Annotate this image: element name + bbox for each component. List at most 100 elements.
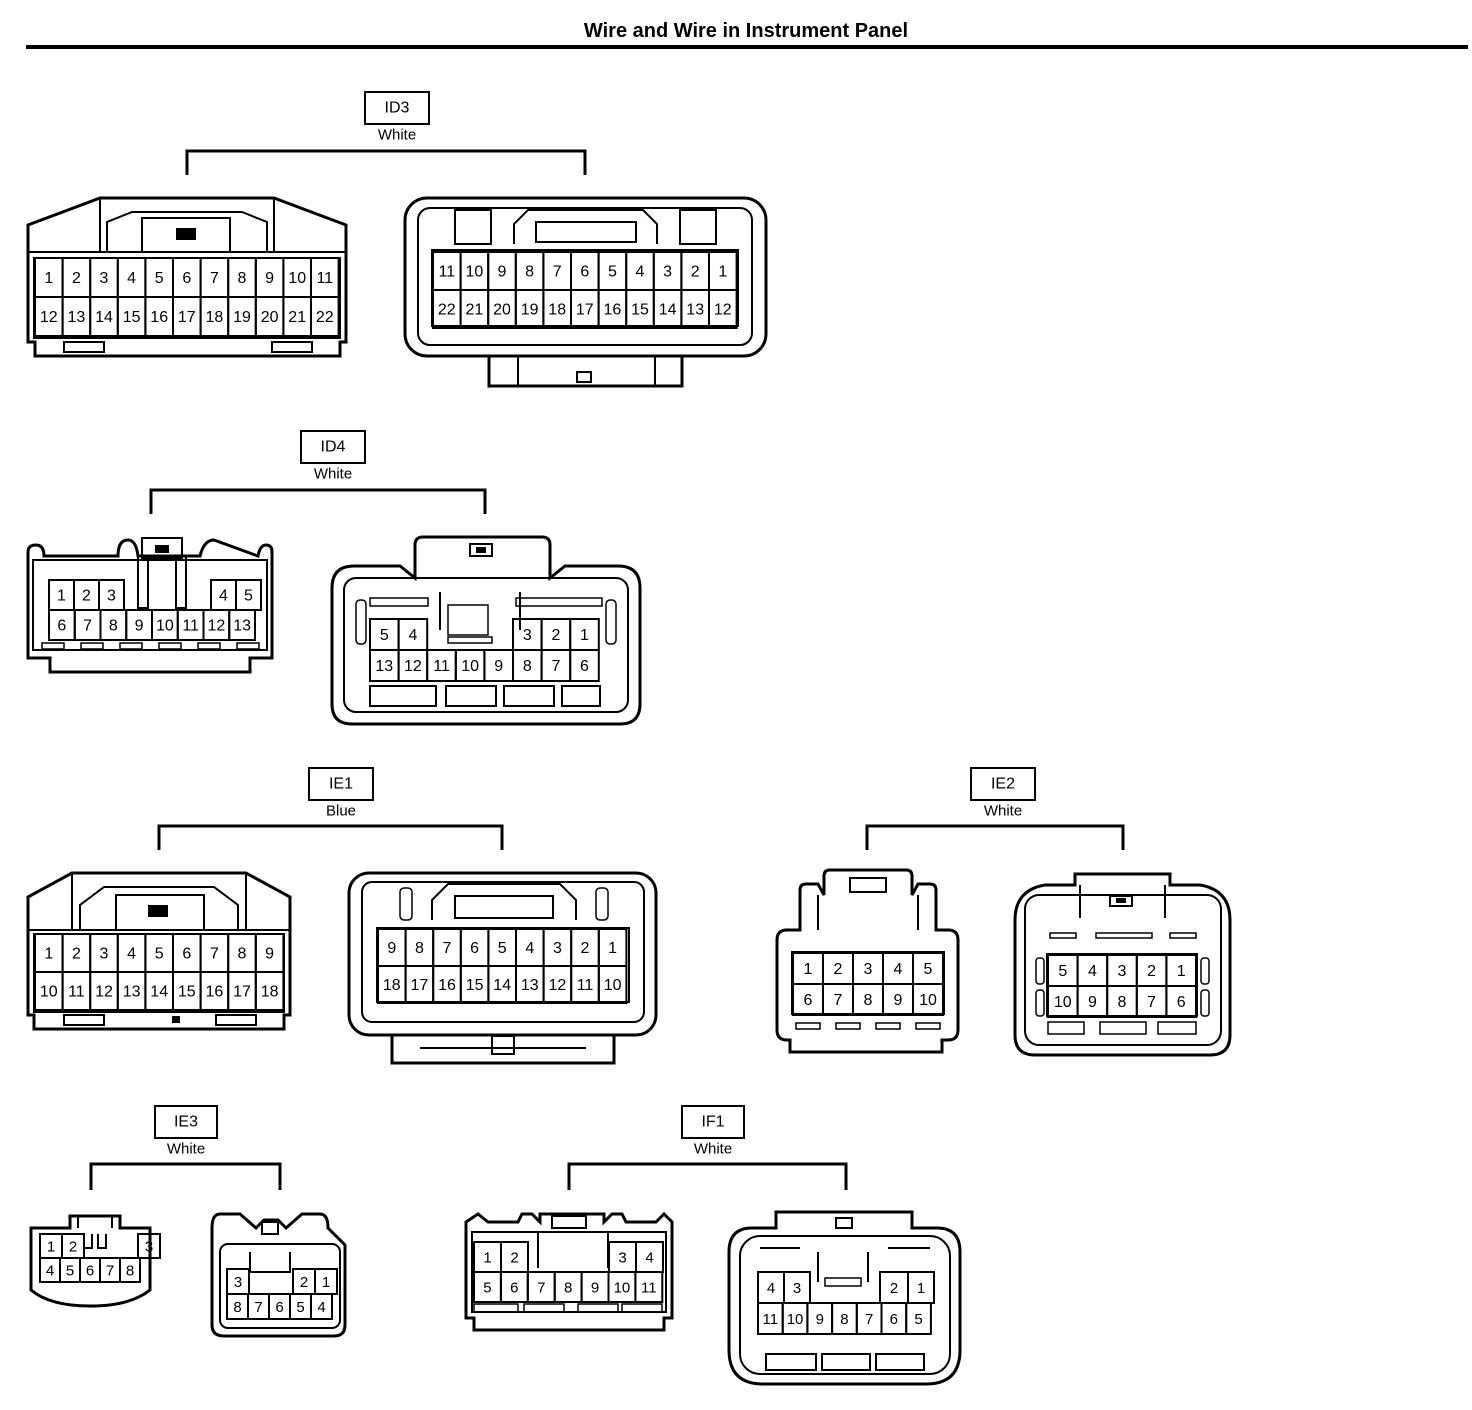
pin-number: 6 — [182, 946, 191, 963]
pin-number: 16 — [438, 977, 456, 994]
pin-number: 3 — [663, 264, 672, 281]
latch-detail — [172, 1016, 180, 1023]
housing-outline — [513, 209, 658, 244]
pin-number: 3 — [793, 1280, 801, 1297]
housing-outline — [77, 1216, 113, 1228]
pin-number: 7 — [551, 658, 560, 675]
housing-detail — [261, 1221, 279, 1235]
housing-detail — [158, 642, 182, 650]
pin-number: 4 — [46, 1263, 54, 1280]
pin-number: 18 — [206, 309, 224, 326]
bracket-line — [149, 488, 487, 514]
female-housing — [210, 1212, 347, 1338]
connector-code: ID3 — [385, 100, 410, 117]
page-title: Wire and Wire in Instrument Panel — [583, 20, 909, 42]
latch-detail — [148, 905, 168, 917]
pin-cell — [1165, 985, 1198, 1018]
pin-number: 6 — [57, 618, 66, 635]
connector-code-box — [154, 1105, 218, 1139]
housing-detail — [1157, 1021, 1197, 1035]
connector-color: White — [167, 1141, 205, 1158]
pin-number: 3 — [145, 1239, 153, 1256]
housing-detail — [80, 642, 104, 650]
pin-number: 14 — [493, 977, 511, 994]
pin-number: 10 — [288, 270, 306, 287]
housing-detail — [1047, 1021, 1085, 1035]
pin-number: 9 — [265, 270, 274, 287]
pin-number: 5 — [914, 1311, 922, 1328]
pin-number: 8 — [126, 1263, 134, 1280]
pin-number: 4 — [219, 588, 228, 605]
male-housing — [775, 868, 960, 1054]
pin-number: 15 — [631, 302, 649, 319]
pin-number: 3 — [107, 588, 116, 605]
latch-detail — [155, 545, 169, 553]
pin-number: 8 — [840, 1311, 848, 1328]
pin-number: 19 — [233, 309, 251, 326]
connector-color: Blue — [326, 803, 356, 820]
pin-number: 4 — [525, 940, 534, 957]
pin-number: 10 — [40, 984, 58, 1001]
pin-number: 12 — [40, 309, 58, 326]
housing-detail — [369, 685, 437, 707]
housing-detail — [471, 1231, 667, 1313]
pin-number: 4 — [894, 961, 903, 978]
pin-number: 18 — [383, 977, 401, 994]
pin-number: 10 — [604, 977, 622, 994]
housing-detail — [576, 371, 592, 383]
housing-detail — [369, 597, 429, 607]
pin-cell — [634, 1271, 664, 1303]
housing-outline — [817, 895, 919, 930]
pin-cell — [310, 1293, 333, 1320]
pin-number: 22 — [316, 309, 334, 326]
connector-color: White — [314, 466, 352, 483]
pin-number: 5 — [483, 1280, 491, 1297]
connector-code: IE2 — [991, 776, 1015, 793]
pin-number: 1 — [718, 264, 727, 281]
housing-detail — [469, 543, 493, 557]
pin-cell — [597, 965, 628, 1004]
pin-number: 10 — [156, 618, 174, 635]
housing-detail — [63, 1014, 105, 1026]
housing-outline — [79, 886, 239, 930]
pin-number: 3 — [864, 961, 873, 978]
housing-outline — [487, 356, 684, 388]
pin-number: 5 — [924, 961, 933, 978]
housing-outline — [439, 592, 521, 630]
housing-detail — [765, 1353, 817, 1371]
pin-number: 5 — [66, 1263, 74, 1280]
pin-cell — [912, 983, 944, 1016]
pin-number: 4 — [1088, 963, 1097, 980]
housing-detail — [219, 1243, 341, 1329]
pin-number: 10 — [787, 1311, 804, 1328]
housing-detail — [141, 217, 231, 253]
housing-outline — [106, 211, 268, 252]
housing-detail — [399, 887, 413, 921]
pin-number: 14 — [150, 984, 168, 1001]
pin-number: 2 — [1147, 963, 1156, 980]
housing-detail — [915, 1022, 941, 1030]
pin-number: 14 — [659, 302, 677, 319]
housing-outline — [99, 198, 275, 252]
housing-detail — [835, 1217, 853, 1229]
pin-number: 16 — [150, 309, 168, 326]
pin-number: 7 — [834, 992, 843, 1009]
pin-number: 3 — [100, 946, 109, 963]
housing-detail — [1200, 989, 1210, 1017]
pin-number: 9 — [265, 946, 274, 963]
pin-number: 1 — [57, 588, 66, 605]
housing-detail — [1035, 989, 1045, 1017]
housing-detail — [115, 894, 205, 931]
pin-number: 8 — [109, 618, 118, 635]
bracket-line — [567, 1162, 848, 1190]
housing-detail — [1169, 932, 1197, 939]
pin-number: 10 — [919, 992, 937, 1009]
connector-code-box — [970, 767, 1036, 801]
pin-number: 11 — [763, 1311, 779, 1328]
pin-number: 1 — [804, 961, 813, 978]
pin-number: 15 — [466, 977, 484, 994]
pin-number: 8 — [1118, 994, 1127, 1011]
pin-number: 18 — [548, 302, 566, 319]
housing-detail — [577, 1303, 619, 1313]
